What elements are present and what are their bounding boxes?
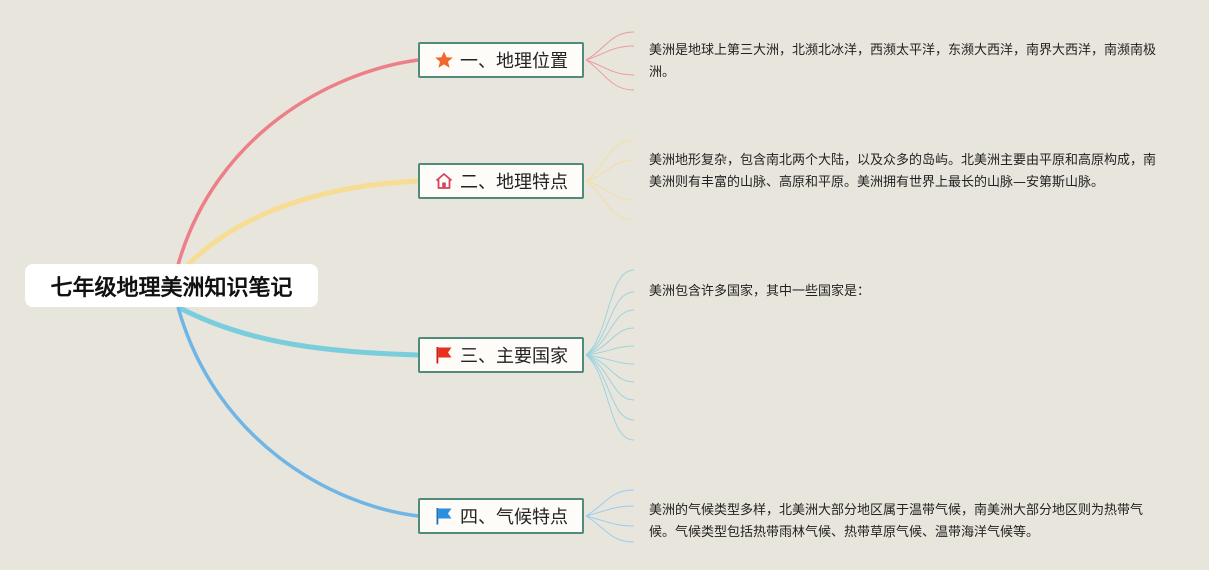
branch-label: 四、气候特点 [460,507,568,528]
root-topic[interactable]: 七年级地理美洲知识笔记 [25,264,318,307]
blue-flag-icon [434,506,454,526]
house-icon [434,171,454,191]
star-icon [434,50,454,70]
branch-3-connector [176,304,419,358]
branch-note-climate: 美洲的气候类型多样，北美洲大部分地区属于温带气候，南美洲大部分地区则为热带气候。… [649,503,1144,540]
branch-topic-climate[interactable]: 四、气候特点 [418,498,584,534]
branch-label: 二、地理特点 [460,172,568,193]
branch-topic-countries[interactable]: 三、主要国家 [418,337,584,373]
branch-note-countries: 美洲包含许多国家，其中一些国家是： [649,284,871,299]
branch-1-note-fan [585,31,635,91]
root-title: 七年级地理美洲知识笔记 [50,275,293,301]
branch-2-connector [183,178,419,270]
branch-note-location: 美洲是地球上第三大洲，北濒北冰洋，西濒太平洋，东濒大西洋，南界大西洋，南濒南极洲… [649,43,1157,80]
branch-note-features: 美洲地形复杂，包含南北两个大陆，以及众多的岛屿。北美洲主要由平原和高原构成，南美… [649,153,1157,190]
branch-4-connector [176,306,419,518]
branch-label: 三、主要国家 [460,346,568,367]
branch-topic-location[interactable]: 一、地理位置 [418,42,584,78]
branch-4-note-fan [585,489,635,543]
branch-3-note-fan [585,269,635,441]
red-flag-icon [434,345,454,365]
branch-1-connector [176,58,419,266]
branch-2-note-fan [585,139,635,221]
branch-topic-features[interactable]: 二、地理特点 [418,163,584,199]
branch-label: 一、地理位置 [460,51,568,72]
